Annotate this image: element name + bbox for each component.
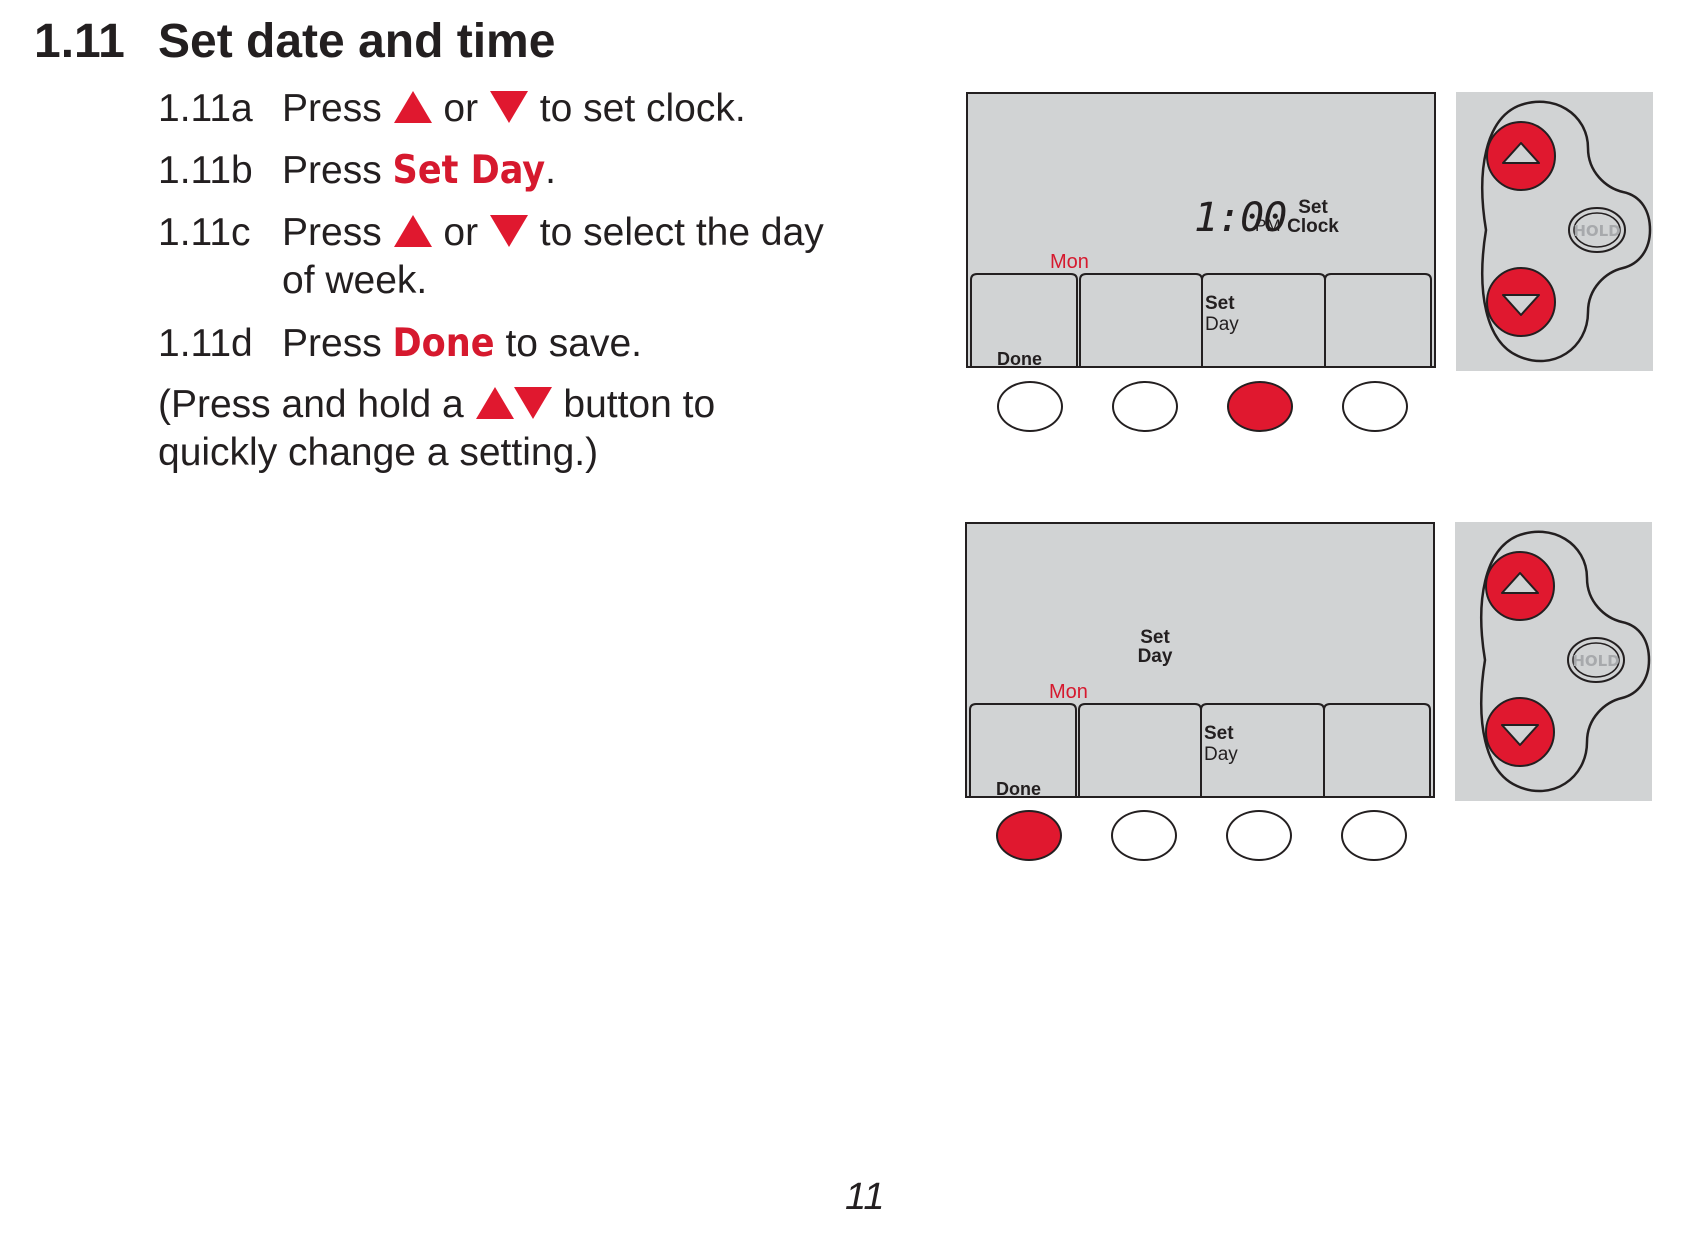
up-down-arrows-icon — [475, 387, 552, 419]
soft-key-frames — [969, 703, 1431, 796]
hold-button-label: HOLD — [1572, 652, 1619, 670]
step-text: Press — [282, 87, 382, 130]
step-text: or — [443, 87, 479, 130]
up-arrow-button[interactable] — [1487, 122, 1555, 190]
note-text: (Press and hold a — [158, 383, 464, 426]
keypad-outline: HOLD — [1481, 100, 1652, 363]
triangle-down-icon — [489, 91, 528, 123]
mode-label-line1: Set — [1298, 197, 1328, 218]
down-arrow-button[interactable] — [1486, 698, 1554, 766]
soft-button-1[interactable] — [997, 381, 1063, 432]
soft-button-1-pressed[interactable] — [996, 810, 1062, 861]
soft-label-set: Set — [1204, 723, 1234, 744]
soft-label-set: Set — [1205, 293, 1235, 314]
soft-label-done: Done — [997, 349, 1042, 368]
mode-label: Set Day — [1125, 628, 1185, 666]
soft-button-3[interactable] — [1226, 810, 1292, 861]
section-title: Set date and time — [158, 15, 556, 68]
step-1-11d: 1.11d Press Done to save. — [158, 320, 642, 368]
day-indicator: Mon — [1050, 251, 1089, 273]
keypad-outline: HOLD — [1480, 530, 1651, 793]
triangle-down-icon — [489, 215, 528, 247]
step-text: to select the day — [539, 211, 824, 254]
page-number: 11 — [845, 1176, 885, 1218]
hold-button[interactable] — [1569, 208, 1625, 252]
soft-label-day: Day — [1205, 314, 1239, 335]
mode-label: Set Clock — [1281, 198, 1345, 236]
clock-time: 1:00 — [1194, 195, 1287, 241]
step-label: 1.11d — [158, 322, 253, 365]
soft-label-done: Done — [996, 779, 1041, 798]
step-label: 1.11b — [158, 149, 253, 192]
am-pm-indicator: PM — [1255, 216, 1281, 235]
soft-button-4[interactable] — [1341, 810, 1407, 861]
step-text: to save. — [505, 322, 643, 365]
note-text: quickly change a setting.) — [158, 431, 599, 474]
soft-button-2[interactable] — [1111, 810, 1177, 861]
step-text: Press — [282, 211, 382, 254]
step-label: 1.11a — [158, 87, 253, 130]
thermostat-display-top: 1:00 PM Set Clock Mon Done Set Day — [966, 92, 1436, 368]
step-text: Press — [282, 322, 382, 365]
section-heading: 1.11 Set date and time — [34, 14, 555, 69]
set-day-keyword: Set Day — [392, 148, 546, 193]
soft-key-frames — [970, 273, 1432, 366]
mode-label-line1: Set — [1140, 627, 1170, 648]
hold-button[interactable] — [1568, 638, 1624, 682]
keypad-bottom: HOLD — [1455, 522, 1652, 801]
mode-label-line2: Day — [1137, 646, 1173, 667]
down-arrow-button[interactable] — [1487, 268, 1555, 336]
step-label: 1.11c — [158, 211, 251, 254]
hold-button-label: HOLD — [1573, 222, 1620, 240]
section-number: 1.11 — [34, 15, 125, 68]
done-keyword: Done — [392, 321, 495, 366]
soft-button-4[interactable] — [1342, 381, 1408, 432]
soft-button-2[interactable] — [1112, 381, 1178, 432]
triangle-up-icon — [393, 91, 432, 123]
step-1-11c: 1.11c Press or to select the day of week. — [158, 209, 824, 305]
soft-button-3-pressed[interactable] — [1227, 381, 1293, 432]
step-text: Press — [282, 149, 382, 192]
step-text: . — [545, 149, 556, 192]
step-text: or — [443, 211, 479, 254]
day-indicator: Mon — [1049, 681, 1088, 703]
step-1-11b: 1.11b Press Set Day. — [158, 147, 556, 195]
step-text: of week. — [282, 259, 428, 302]
step-1-11a: 1.11a Press or to set clock. — [158, 85, 746, 133]
triangle-up-icon — [393, 215, 432, 247]
press-and-hold-note: (Press and hold a button to quickly chan… — [158, 381, 715, 477]
step-text: to set clock. — [539, 87, 746, 130]
up-arrow-button[interactable] — [1486, 552, 1554, 620]
soft-label-day: Day — [1204, 744, 1238, 765]
thermostat-display-bottom: Set Day Mon Done Set Day — [965, 522, 1435, 798]
mode-label-line2: Clock — [1287, 216, 1339, 237]
keypad-top: HOLD — [1456, 92, 1653, 371]
note-text: button to — [563, 383, 716, 426]
